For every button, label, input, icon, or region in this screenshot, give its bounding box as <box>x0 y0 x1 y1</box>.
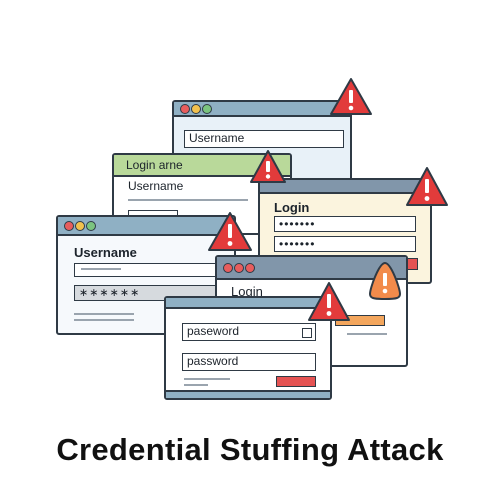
window-front: paseword password <box>164 296 332 400</box>
minimize-dot-icon <box>234 262 244 273</box>
input-underline <box>128 199 248 201</box>
username-heading: Username <box>74 245 137 260</box>
close-dot-icon <box>64 220 74 231</box>
window-header-label: Login arne <box>126 158 183 172</box>
window-left: Username ∗∗∗∗∗∗ <box>56 215 236 335</box>
window-footer <box>166 390 330 398</box>
warning-icon <box>406 167 448 206</box>
text-line <box>74 319 134 321</box>
username-field[interactable]: Username <box>184 130 344 148</box>
password-field[interactable]: paseword <box>182 323 316 341</box>
login-heading: Login <box>274 200 310 215</box>
submit-button[interactable] <box>276 376 316 387</box>
text-line <box>184 384 208 386</box>
username-input[interactable] <box>74 263 224 277</box>
close-dot-icon <box>223 262 233 273</box>
close-dot-icon <box>180 103 190 114</box>
window-titlebar <box>260 180 430 194</box>
window-titlebar <box>166 298 330 309</box>
warning-icon <box>308 282 350 321</box>
password-field-2[interactable]: password <box>182 353 316 371</box>
warning-icon <box>208 212 252 251</box>
text-line <box>74 313 134 315</box>
maximize-dot-icon <box>202 103 212 114</box>
window-titlebar <box>174 102 350 117</box>
login-heading: Login <box>231 284 263 299</box>
password-field-2[interactable]: ••••••• <box>274 236 416 252</box>
warning-icon <box>330 78 372 115</box>
maximize-dot-icon <box>245 262 255 273</box>
minimize-dot-icon <box>75 220 85 231</box>
text-line <box>347 333 387 335</box>
window-titlebar <box>114 155 290 177</box>
text-line <box>184 378 230 380</box>
username-label: Username <box>128 179 184 193</box>
input-placeholder-line <box>81 268 121 270</box>
window-titlebar <box>217 257 406 280</box>
minimize-dot-icon <box>191 103 201 114</box>
warning-icon <box>369 262 401 300</box>
maximize-dot-icon <box>86 220 96 231</box>
warning-icon <box>250 150 286 183</box>
checkbox-icon[interactable] <box>302 328 312 338</box>
password-field[interactable]: ••••••• <box>274 216 416 232</box>
window-titlebar <box>58 217 234 236</box>
window-top: Username <box>172 100 352 182</box>
page-title: Credential Stuffing Attack <box>56 432 444 467</box>
